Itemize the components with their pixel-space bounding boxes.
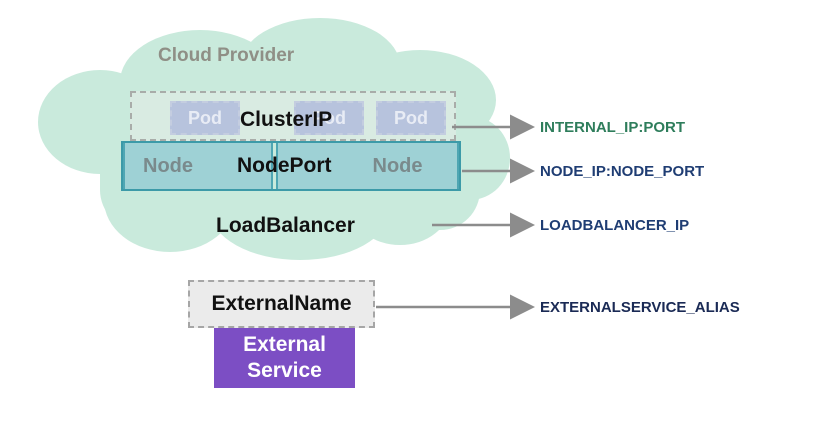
externalname-label: ExternalName	[211, 292, 352, 315]
external-service-line2: Service	[247, 359, 322, 382]
externalservice-alias-label: EXTERNALSERVICE_ALIAS	[540, 299, 740, 316]
cloud-provider-title: Cloud Provider	[158, 45, 295, 66]
loadbalancer-ip-label: LOADBALANCER_IP	[540, 217, 690, 234]
pod-box: Pod	[294, 101, 364, 135]
external-service-box: External Service	[214, 328, 355, 388]
clusterip-label: ClusterIP	[240, 108, 333, 131]
pod-box: Pod	[376, 101, 446, 135]
external-service-line1: External	[243, 333, 326, 356]
externalname-box: ExternalName	[188, 280, 375, 328]
pod-box: Pod	[170, 101, 240, 135]
nodeport-label: NodePort	[237, 154, 332, 177]
loadbalancer-label: LoadBalancer	[216, 214, 355, 237]
nodeport-region	[121, 141, 461, 191]
node-ip-port-label: NODE_IP:NODE_PORT	[540, 163, 705, 180]
internal-ip-port-label: INTERNAL_IP:PORT	[540, 119, 686, 136]
